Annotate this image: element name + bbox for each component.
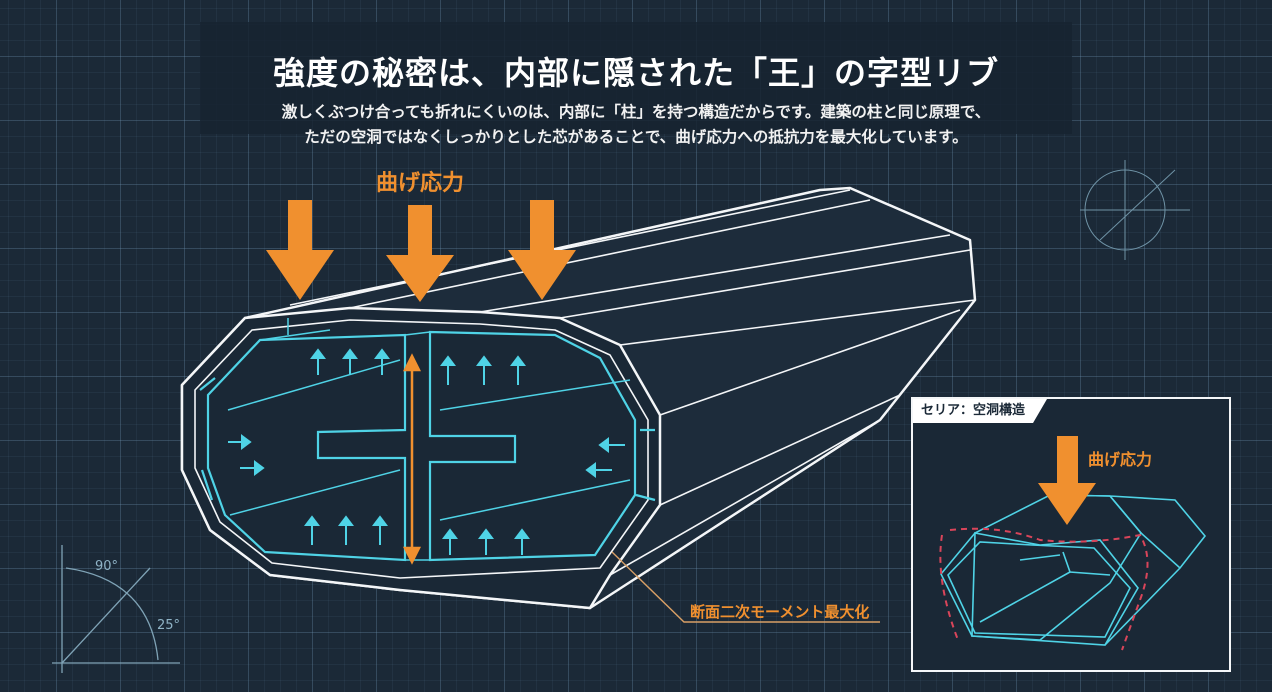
subtitle-line-1: 激しくぶつけ合っても折れにくいのは、内部に「柱」を持つ構造だからです。建築の柱と… [281, 103, 991, 121]
callout-label: 断面二次モーメント最大化 [690, 603, 869, 621]
arrow-right-icon [228, 434, 252, 450]
arrow-down-icon [266, 200, 334, 300]
callout-leader [611, 551, 880, 623]
inset-tab-label: セリア：空洞構造 [913, 399, 1047, 423]
arrow-up-icon [514, 528, 530, 555]
arrow-up-icon [440, 355, 456, 385]
arrow-up-icon [372, 515, 388, 545]
subtitle: 激しくぶつけ合っても折れにくいのは、内部に「柱」を持つ構造だからです。建築の柱と… [200, 100, 1072, 150]
angle-90-label: 90° [95, 559, 118, 574]
arrow-left-icon [598, 437, 625, 453]
header-banner: 強度の秘密は、内部に隠された「王」の字型リブ 激しくぶつけ合っても折れにくいのは… [200, 22, 1072, 146]
subtitle-line-2: ただの空洞ではなくしっかりとした芯があることで、曲げ応力への抵抗力を最大化してい… [304, 128, 968, 146]
beam-body [180, 186, 977, 610]
inset-stress-label: 曲げ応力 [1088, 450, 1152, 469]
arrow-down-icon [508, 200, 576, 300]
stress-label: 曲げ応力 [376, 170, 464, 196]
arrow-up-icon [476, 355, 492, 385]
arrow-down-icon [386, 205, 454, 302]
arrow-right-icon [240, 460, 265, 476]
arrow-up-icon [338, 515, 354, 545]
wang-rib-cross-section [199, 318, 656, 562]
angle-gauge [52, 545, 180, 673]
compass-decoration [1080, 160, 1190, 260]
column-double-arrow [402, 353, 422, 565]
arrow-down-icon [1038, 436, 1096, 525]
arrow-up-icon [310, 348, 326, 375]
inset-panel: 曲げ応力 [911, 397, 1231, 672]
internal-force-arrows [228, 348, 625, 555]
arrow-up-icon [304, 515, 320, 545]
arrow-up-icon [442, 528, 458, 555]
arrow-up-icon [478, 528, 494, 555]
angle-25-label: 25° [157, 618, 180, 633]
arrow-up-icon [374, 348, 390, 375]
arrow-up-icon [510, 355, 526, 385]
stress-arrows [266, 200, 576, 302]
page-title: 強度の秘密は、内部に隠された「王」の字型リブ [272, 54, 999, 92]
arrow-up-icon [342, 348, 358, 375]
arrow-left-icon [585, 462, 612, 478]
